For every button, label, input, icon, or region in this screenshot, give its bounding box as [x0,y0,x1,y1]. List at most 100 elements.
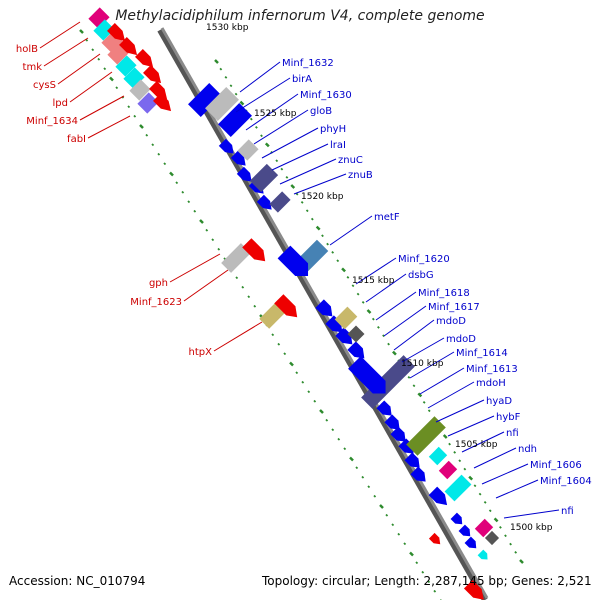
tick-mark [367,485,371,489]
tick-mark [199,219,204,224]
tick-mark [407,376,411,379]
tick-mark [234,92,238,96]
tick-mark [283,352,287,356]
gene-arrow-red [428,532,441,545]
gene-arrow-blue [335,327,353,345]
gene-label-left: gph [149,278,168,289]
tick-mark [289,361,294,367]
gene-label-left: holB [16,44,38,55]
tick-mark [361,301,365,304]
leader-line-right [293,173,347,195]
gene-arrow-blue [218,138,234,154]
tick-mark [260,134,263,138]
gene-features [88,7,500,600]
tick-mark [193,209,197,213]
gene-label-right: Minf_1613 [466,364,518,375]
leader-line-right [329,215,373,246]
gene-label-right: metF [374,212,400,223]
tick-mark [483,501,487,504]
tick-mark [79,29,84,34]
gene-block-olive [406,416,446,456]
gene-arrow-blue [458,524,471,537]
gene-arrow-blue [390,426,406,442]
gene-block-gray [221,243,251,273]
tick-mark [397,532,401,536]
tick-mark [255,126,258,129]
genes-label: ; Genes: [503,574,558,588]
label-leader-lines [39,21,560,519]
gene-block-purple [361,355,415,409]
gene-labels: Minf_1632birAMinf_1630gloBphyHlraIznuCzn… [16,44,592,517]
tick-mark [127,105,131,109]
tick-mark [235,276,239,280]
tick-mark [422,401,426,404]
gene-label-right: gloB [310,106,332,117]
map-title: Methylacidiphilum infernorum V4, complet… [115,8,485,24]
gene-label-left: cysS [33,80,56,91]
tick-mark [377,326,380,329]
tick-mark [301,380,305,384]
tick-mark [337,437,341,441]
tick-mark [349,456,354,462]
scale-label: 1510 kbp [401,359,444,369]
tick-mark [321,234,324,238]
tick-mark [442,434,448,439]
gene-arrow-red [143,65,162,84]
tick-mark [356,292,360,296]
tick-mark [385,513,389,517]
tick-mark [163,162,167,166]
tick-mark [187,200,191,204]
tick-mark [488,509,492,513]
gene-block-left-top [123,67,145,89]
leader-line-right [481,463,529,485]
leader-line-left [169,253,221,283]
gene-block-magenta [438,460,458,480]
tick-mark [336,259,340,263]
gene-arrow-red [135,49,154,68]
gene-arrow-red [463,579,484,600]
tick-mark [379,504,384,509]
tick-mark [427,409,431,413]
tick-mark [115,86,119,90]
gene-arrow-blue [450,512,463,525]
tick-mark [151,143,155,147]
gene-block-gray [237,139,259,161]
tick-mark [139,124,144,129]
gene-block-dark [484,530,500,546]
leader-line-right [253,109,309,145]
gene-block-left-top [129,79,151,101]
tick-mark [85,38,89,42]
gene-block-purple [249,163,279,193]
tick-mark [387,342,390,346]
tick-mark [427,580,431,584]
leader-line-right [393,319,435,351]
gene-label-left: Minf_1634 [26,116,78,127]
leader-line-right [435,399,485,423]
tick-mark [463,467,467,471]
gene-label-right: mdoD [436,316,466,327]
tick-mark [253,304,257,308]
tick-mark [341,267,346,273]
leader-line-left [43,37,89,67]
gene-block-cyan [444,474,472,502]
tick-mark [133,114,137,118]
tick-mark [264,142,270,148]
tick-mark [157,152,161,156]
gene-label-left: Minf_1623 [130,297,182,308]
leader-line-right [383,305,427,337]
tick-mark [331,251,335,254]
tick-mark [219,67,223,71]
tick-mark [319,409,324,414]
tick-mark [205,228,209,232]
gene-block-magenta [474,518,494,538]
gene-label-left: fabI [67,134,86,145]
gene-label-right: hybF [496,412,521,423]
leader-line-right [461,431,505,453]
tick-mark [249,117,253,121]
tick-mark [280,167,284,171]
accession-value: NC_010794 [76,574,146,588]
tick-mark [277,342,281,346]
gene-label-right: Minf_1606 [530,460,582,471]
gene-label-right: Minf_1614 [456,348,508,359]
